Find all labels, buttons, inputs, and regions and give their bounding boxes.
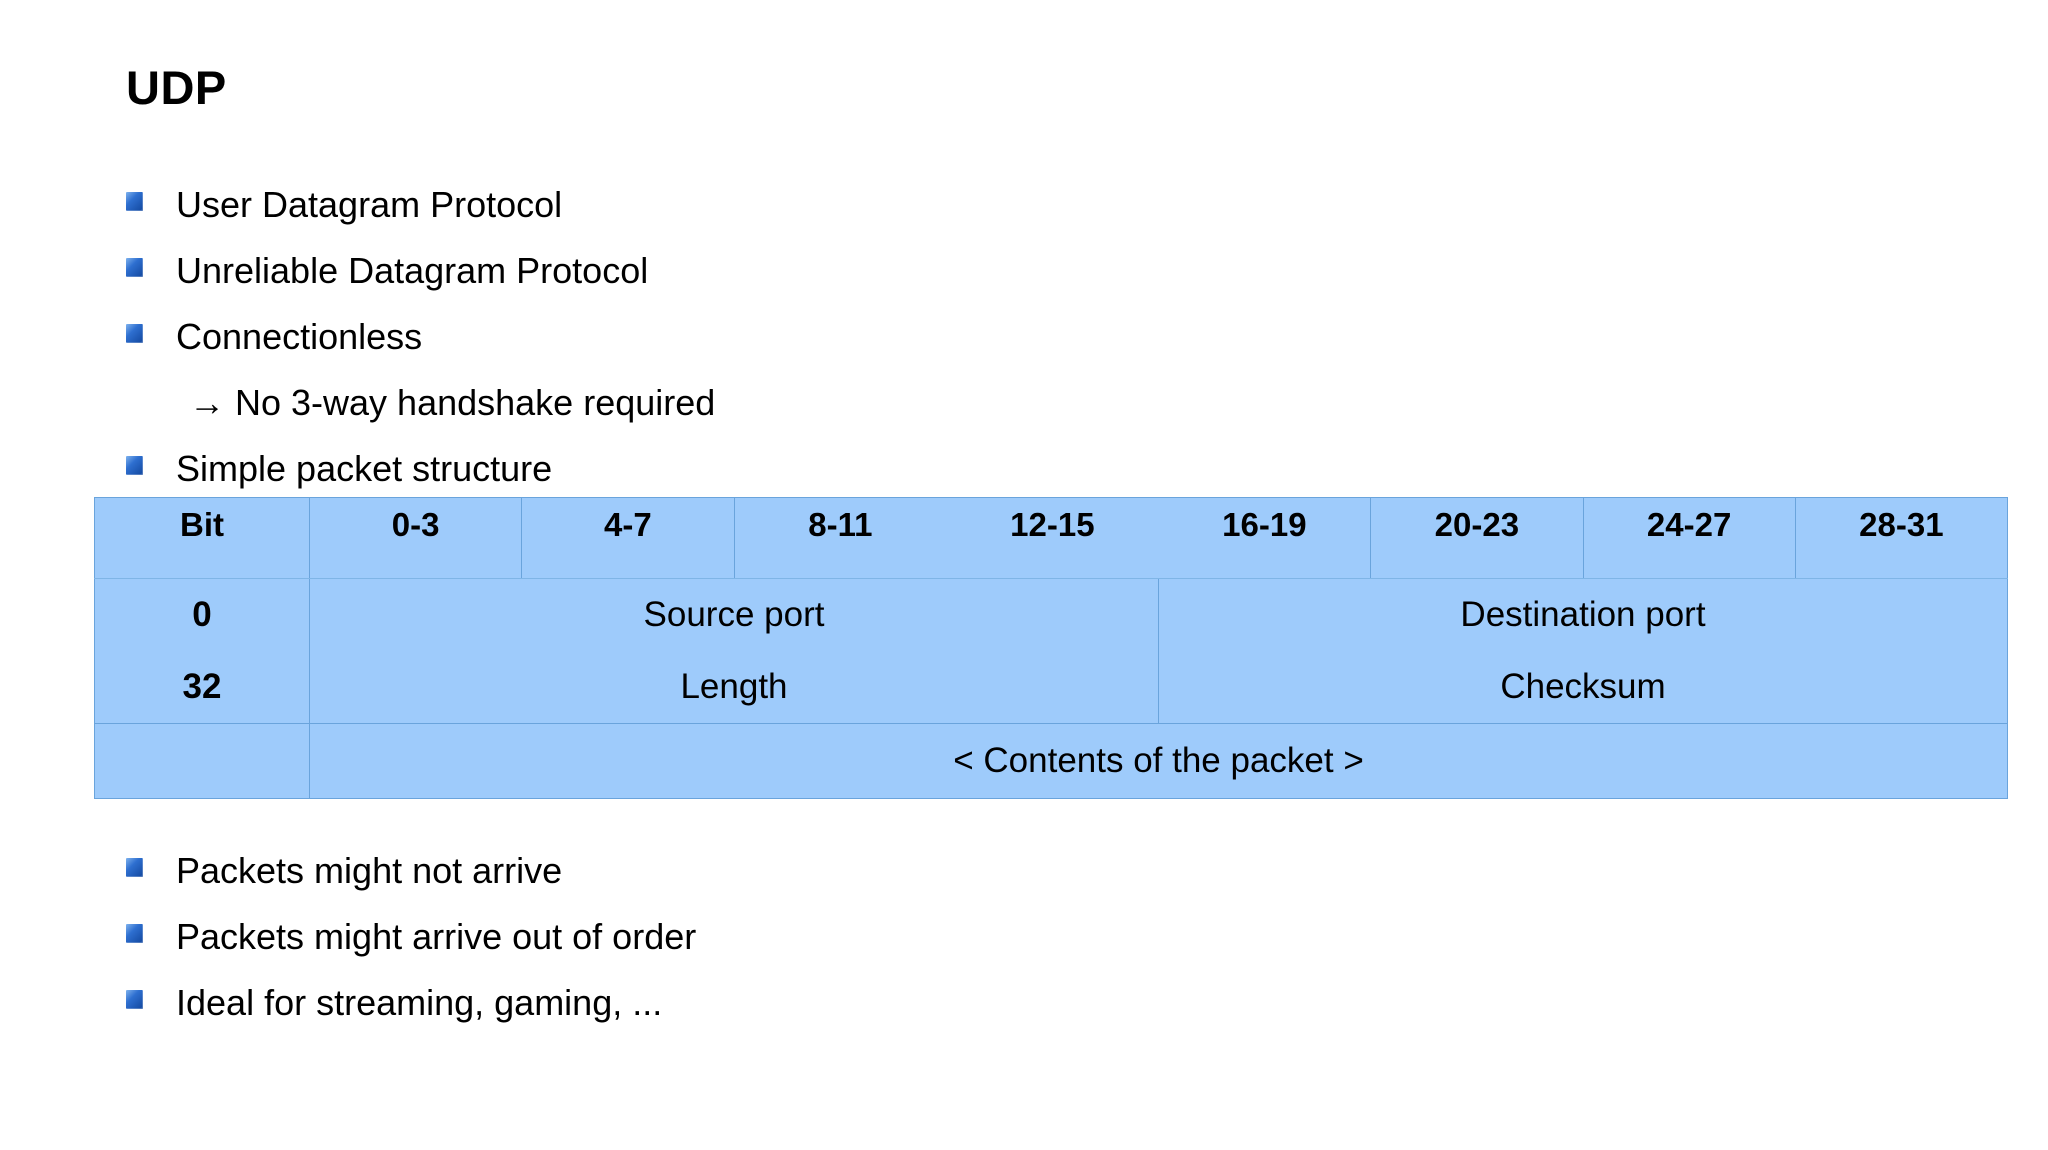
blue-square-bullet-icon	[126, 456, 143, 475]
table-header-row: Bit 0-3 4-7 8-11 12-15 16-19 20-23 24-27…	[94, 497, 2009, 579]
list-item-label: Unreliable Datagram Protocol	[176, 250, 649, 291]
list-item: Packets might not arrive	[126, 838, 696, 904]
table-cell-source-port: Source port	[309, 578, 1159, 651]
table-header-cell-4-7: 4-7	[521, 497, 735, 579]
bullet-list-bottom: Packets might not arrive Packets might a…	[126, 838, 696, 1036]
blue-square-bullet-icon	[126, 192, 143, 211]
list-item-sub: → No 3-way handshake required	[126, 370, 715, 436]
table-header-cell-bit: Bit	[94, 497, 310, 579]
blue-square-bullet-icon	[126, 324, 143, 343]
table-cell-destination-port: Destination port	[1158, 578, 2008, 651]
table-cell-packet-contents: < Contents of the packet >	[309, 723, 2008, 799]
list-item-label: Connectionless	[176, 316, 423, 357]
list-item-label: Ideal for streaming, gaming, ...	[176, 982, 663, 1023]
table-header-cell-8-11: 8-11	[733, 497, 947, 579]
table-cell-contents-offset	[94, 723, 310, 799]
blue-square-bullet-icon	[126, 858, 143, 877]
table-cell-bit-offset: 0	[94, 578, 310, 651]
bullet-list-top: User Datagram Protocol Unreliable Datagr…	[126, 172, 715, 502]
list-item-label: User Datagram Protocol	[176, 184, 563, 225]
table-header-cell-12-15: 12-15	[946, 497, 1159, 579]
table-header-cell-28-31: 28-31	[1794, 497, 2009, 579]
list-item: User Datagram Protocol	[126, 172, 715, 238]
table-cell-length: Length	[309, 651, 1159, 724]
list-item-label: Packets might arrive out of order	[176, 916, 697, 957]
table-header-cell-20-23: 20-23	[1370, 497, 1584, 579]
udp-packet-structure-table: Bit 0-3 4-7 8-11 12-15 16-19 20-23 24-27…	[94, 497, 2009, 799]
blue-square-bullet-icon	[126, 924, 143, 943]
table-row: 32 Length Checksum	[94, 651, 2008, 724]
list-item: Simple packet structure	[126, 436, 715, 502]
table-cell-checksum: Checksum	[1158, 651, 2008, 724]
table-row: 0 Source port Destination port	[94, 578, 2008, 651]
table-header-cell-0-3: 0-3	[308, 497, 523, 579]
list-item-label: Simple packet structure	[176, 448, 553, 489]
page-title: UDP	[126, 61, 227, 114]
list-item: Packets might arrive out of order	[126, 904, 696, 970]
blue-square-bullet-icon	[126, 258, 143, 277]
table-cell-bit-offset: 32	[94, 651, 310, 724]
blue-square-bullet-icon	[126, 990, 143, 1009]
table-header-cell-24-27: 24-27	[1582, 497, 1796, 579]
list-item: Unreliable Datagram Protocol	[126, 238, 715, 304]
list-item-sub-label: → No 3-way handshake required	[189, 382, 716, 423]
table-header-cell-16-19: 16-19	[1158, 497, 1372, 579]
list-item-label: Packets might not arrive	[176, 850, 563, 891]
list-item: Connectionless	[126, 304, 715, 370]
list-item: Ideal for streaming, gaming, ...	[126, 970, 696, 1036]
table-row: < Contents of the packet >	[94, 723, 2008, 799]
